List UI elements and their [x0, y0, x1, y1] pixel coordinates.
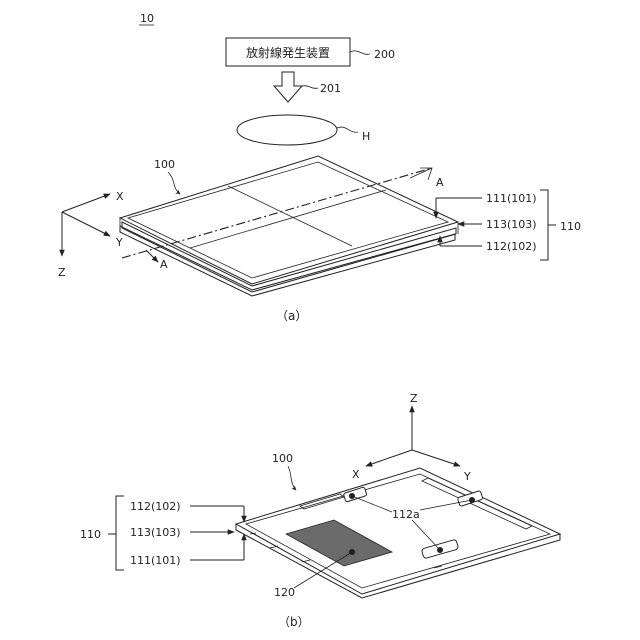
svg-text:10: 10	[140, 12, 154, 25]
ref-112a: 112a	[392, 508, 420, 521]
ref-110-b: 110	[80, 528, 101, 541]
section-a-top: A	[436, 176, 444, 189]
detector-panel-b	[236, 468, 560, 598]
figure-number: 10	[139, 12, 154, 25]
ref-100-b: 100	[272, 452, 293, 465]
axis-z-b: Z	[410, 392, 418, 405]
axes-a: X Y Z	[58, 190, 124, 279]
ref-110-a: 110	[560, 220, 581, 233]
radiation-generator-label: 放射線発生装置	[246, 45, 330, 60]
radiation-arrow: 201	[274, 72, 341, 102]
axes-b: Z X Y	[352, 392, 471, 483]
layer-labels-b: 112(102) 113(103) 111(101) 110	[80, 496, 244, 570]
axis-y-a: Y	[115, 236, 123, 249]
irradiation-field: H	[237, 115, 370, 145]
ref-H: H	[362, 130, 370, 143]
layer-111-a: 111(101)	[486, 192, 537, 205]
layer-112-a: 112(102)	[486, 240, 537, 253]
layer-113-b: 113(103)	[130, 526, 181, 539]
layer-112-b: 112(102)	[130, 500, 181, 513]
caption-b: （b）	[278, 615, 310, 629]
radiation-generator: 放射線発生装置 200	[226, 38, 395, 66]
layer-113-a: 113(103)	[486, 218, 537, 231]
axis-x-b: X	[352, 468, 360, 481]
ref-100-a: 100	[154, 158, 175, 171]
axis-z-a: Z	[58, 266, 66, 279]
caption-a: （a）	[276, 309, 307, 323]
ref-201: 201	[320, 82, 341, 95]
detector-panel-a: A A	[120, 156, 458, 296]
axis-y-b: Y	[463, 470, 471, 483]
part-b: Z X Y 100	[80, 392, 560, 629]
layer-111-b: 111(101)	[130, 554, 181, 567]
ref-200: 200	[374, 48, 395, 61]
section-a-bottom: A	[160, 258, 168, 271]
axis-x-a: X	[116, 190, 124, 203]
part-a: 放射線発生装置 200 201 H 100 X Y Z	[58, 38, 581, 323]
ref-120: 120	[274, 586, 295, 599]
